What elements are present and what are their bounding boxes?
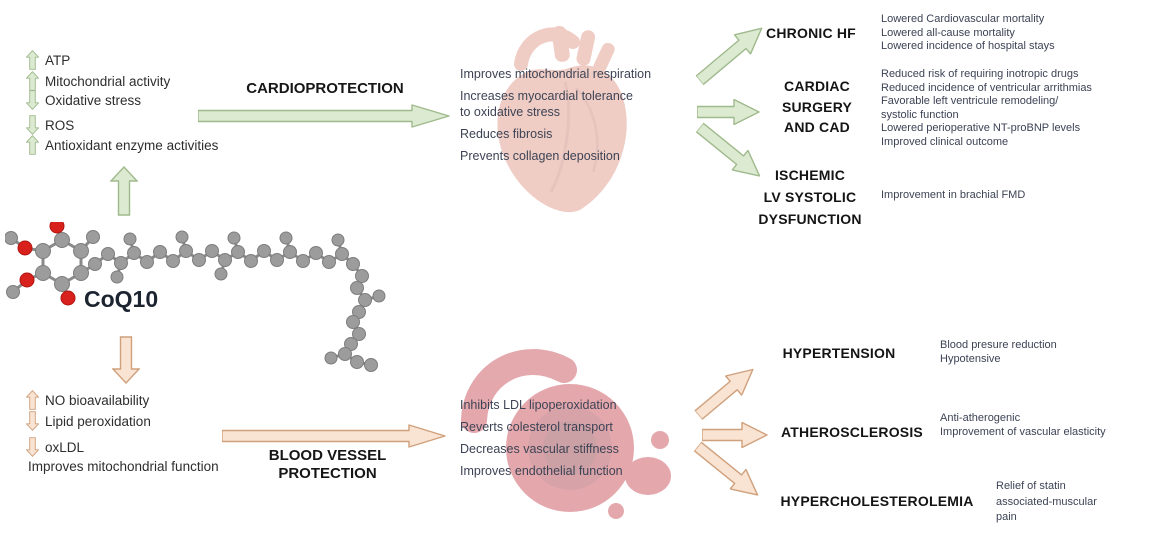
effect-label: Antioxidant enzyme activities xyxy=(45,137,219,153)
condition-details: Blood presure reduction Hypotensive xyxy=(940,339,1057,365)
up-block-arrow-icon xyxy=(110,166,138,216)
up-arrow-icon xyxy=(26,390,39,410)
molecule-label: CoQ10 xyxy=(84,286,159,312)
effect-label: Oxidative stress xyxy=(45,92,142,108)
heart-effect: Reduces fibrosis xyxy=(460,127,553,141)
arrow-to-hypertension-icon xyxy=(690,359,762,425)
effect-item-mitochondrial-function: Improves mitochondrial function xyxy=(28,459,219,474)
blood-vessel-protection-right-arrow-icon xyxy=(222,424,446,448)
condition-details: Reduced risk of requiring inotropic drug… xyxy=(881,68,1092,148)
arrow-to-cardiac-surgery-icon xyxy=(697,99,760,125)
effect-item-atp: ATP xyxy=(26,50,70,70)
down-arrow-icon xyxy=(26,437,39,457)
coq10-molecule-illustration xyxy=(5,222,455,374)
condition-atherosclerosis: ATHEROSCLEROSIS xyxy=(781,424,923,440)
effect-item-antioxidant-enzymes: Antioxidant enzyme activities xyxy=(26,135,218,155)
blood-vessel-illustration xyxy=(452,348,680,526)
condition-hypercholesterolemia: HYPERCHOLESTEROLEMIA xyxy=(780,493,974,509)
heart-effect: Increases myocardial tolerance to oxidat… xyxy=(460,89,633,119)
heart-effects-list: Improves mitochondrial respiration Incre… xyxy=(460,66,685,170)
effect-label: ATP xyxy=(45,52,71,68)
condition-chronic-hf: CHRONIC HF xyxy=(766,25,856,41)
effect-item-oxldl: oxLDL xyxy=(26,437,84,457)
effect-label: Lipid peroxidation xyxy=(45,413,151,429)
vessel-effect: Decreases vascular stiffness xyxy=(460,442,619,456)
arrow-to-hypercholesterolemia-icon xyxy=(690,436,767,505)
effect-label: oxLDL xyxy=(45,439,85,455)
effect-item-mitochondrial-activity: Mitochondrial activity xyxy=(26,71,170,91)
condition-hypertension: HYPERTENSION xyxy=(782,345,896,361)
down-block-arrow-icon xyxy=(112,336,140,384)
up-arrow-icon xyxy=(26,71,39,91)
effect-item-lipid-peroxidation: Lipid peroxidation xyxy=(26,411,151,431)
condition-details: Relief of statin associated-muscular pai… xyxy=(996,480,1097,523)
down-arrow-icon xyxy=(26,115,39,135)
vessel-effects-list: Inhibits LDL lipoperoxidation Reverts co… xyxy=(460,397,685,485)
effect-label: Improves mitochondrial function xyxy=(28,459,219,474)
condition-ischemic-lv-systolic-dysfunction: ISCHEMIC LV SYSTOLIC DYSFUNCTION xyxy=(758,167,862,227)
down-arrow-icon xyxy=(26,411,39,431)
up-arrow-icon xyxy=(26,135,39,155)
up-arrow-icon xyxy=(26,50,39,70)
effect-item-ros: ROS xyxy=(26,115,74,135)
cardioprotection-right-arrow-icon xyxy=(198,104,450,128)
blood-vessel-protection-pathway-label: BLOOD VESSEL PROTECTION xyxy=(268,447,387,482)
vessel-effect: Inhibits LDL lipoperoxidation xyxy=(460,398,617,412)
effect-label: NO bioavailability xyxy=(45,392,150,408)
heart-effect: Prevents collagen deposition xyxy=(460,149,620,163)
arrow-to-ischemic-lv-icon xyxy=(692,117,769,186)
vessel-effect: Reverts colesterol transport xyxy=(460,420,613,434)
effect-item-no-bioavailability: NO bioavailability xyxy=(26,390,149,410)
effect-label: ROS xyxy=(45,117,75,133)
condition-cardiac-surgery-cad: CARDIAC SURGERY AND CAD xyxy=(781,78,853,135)
vessel-effect: Improves endothelial function xyxy=(460,464,623,478)
condition-details: Lowered Cardiovascular mortality Lowered… xyxy=(881,13,1055,53)
arrow-to-chronic-hf-icon xyxy=(691,18,771,91)
heart-effect: Improves mitochondrial respiration xyxy=(460,67,652,81)
arrow-to-atherosclerosis-icon xyxy=(702,422,768,448)
condition-details: Anti-atherogenic Improvement of vascular… xyxy=(940,412,1106,438)
heart-illustration xyxy=(455,12,665,222)
condition-details: Improvement in brachial FMD xyxy=(881,189,1026,201)
effect-item-oxidative-stress: Oxidative stress xyxy=(26,90,141,110)
effect-label: Mitochondrial activity xyxy=(45,73,171,89)
down-arrow-icon xyxy=(26,90,39,110)
cardioprotection-pathway-label: CARDIOPROTECTION xyxy=(246,80,404,97)
